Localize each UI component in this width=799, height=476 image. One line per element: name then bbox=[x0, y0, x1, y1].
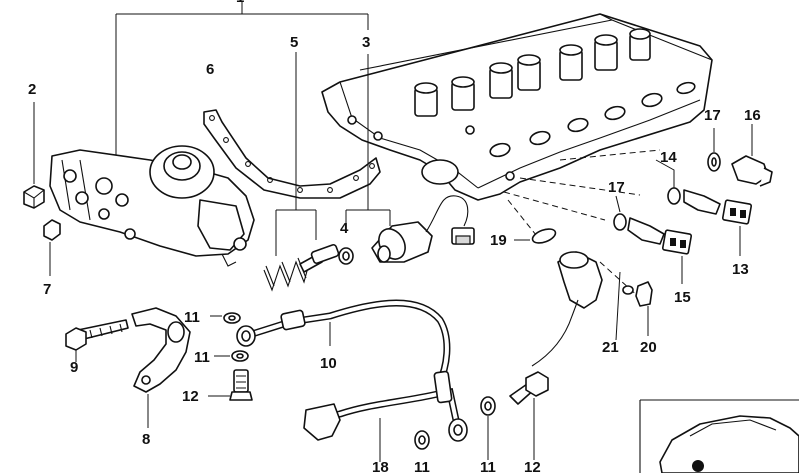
callout-18: 18 bbox=[372, 459, 389, 476]
callout-12-left: 12 bbox=[182, 388, 199, 405]
callout-5: 5 bbox=[290, 34, 299, 51]
callout-10: 10 bbox=[320, 355, 337, 372]
banjo-bolts bbox=[208, 369, 549, 460]
callout-17-top: 17 bbox=[704, 107, 721, 124]
dashed-assembly-lines bbox=[503, 149, 661, 299]
sealing-washers bbox=[210, 312, 496, 460]
temperature-sensors bbox=[613, 124, 773, 284]
gasket-6 bbox=[203, 109, 381, 199]
callout-3: 3 bbox=[362, 34, 371, 51]
solenoid-3 bbox=[338, 54, 475, 265]
oil-line-18 bbox=[303, 370, 468, 462]
callout-2: 2 bbox=[28, 81, 37, 98]
callout-11-bottom-left: 11 bbox=[414, 459, 430, 476]
callout-16: 16 bbox=[744, 107, 761, 124]
callout-1: 1 bbox=[236, 0, 244, 5]
camshaft-sensor bbox=[531, 251, 653, 367]
callout-6: 6 bbox=[206, 61, 215, 78]
o-ring-19 bbox=[514, 228, 557, 244]
car-thumbnail bbox=[639, 399, 799, 473]
callout-21: 21 bbox=[602, 339, 619, 356]
callout-7: 7 bbox=[43, 281, 52, 298]
bracket-8 bbox=[131, 307, 191, 428]
vanos-housing bbox=[49, 145, 255, 267]
cylinder-head bbox=[321, 13, 713, 201]
callout-8: 8 bbox=[142, 431, 151, 448]
plug-7 bbox=[43, 219, 61, 276]
callout-14: 14 bbox=[660, 149, 677, 166]
bolt-9 bbox=[65, 319, 129, 362]
callout-11-mid: 11 bbox=[194, 349, 210, 366]
callout-20: 20 bbox=[640, 339, 657, 356]
side-ports bbox=[489, 81, 696, 158]
callout-11-top: 11 bbox=[184, 309, 200, 326]
spring-and-piston bbox=[263, 52, 340, 292]
callout-17-mid: 17 bbox=[608, 179, 625, 196]
callout-15: 15 bbox=[674, 289, 691, 306]
group-bracket-1 bbox=[115, 2, 369, 160]
callout-12-right: 12 bbox=[524, 459, 541, 476]
callout-19: 19 bbox=[490, 232, 507, 249]
callout-11-bottom-right: 11 bbox=[480, 459, 496, 476]
callout-13: 13 bbox=[732, 261, 749, 278]
cam-towers bbox=[414, 28, 651, 117]
callout-4: 4 bbox=[340, 220, 349, 237]
callout-9: 9 bbox=[70, 359, 79, 376]
plug-2 bbox=[23, 102, 45, 209]
oil-pipe-10 bbox=[236, 299, 451, 384]
